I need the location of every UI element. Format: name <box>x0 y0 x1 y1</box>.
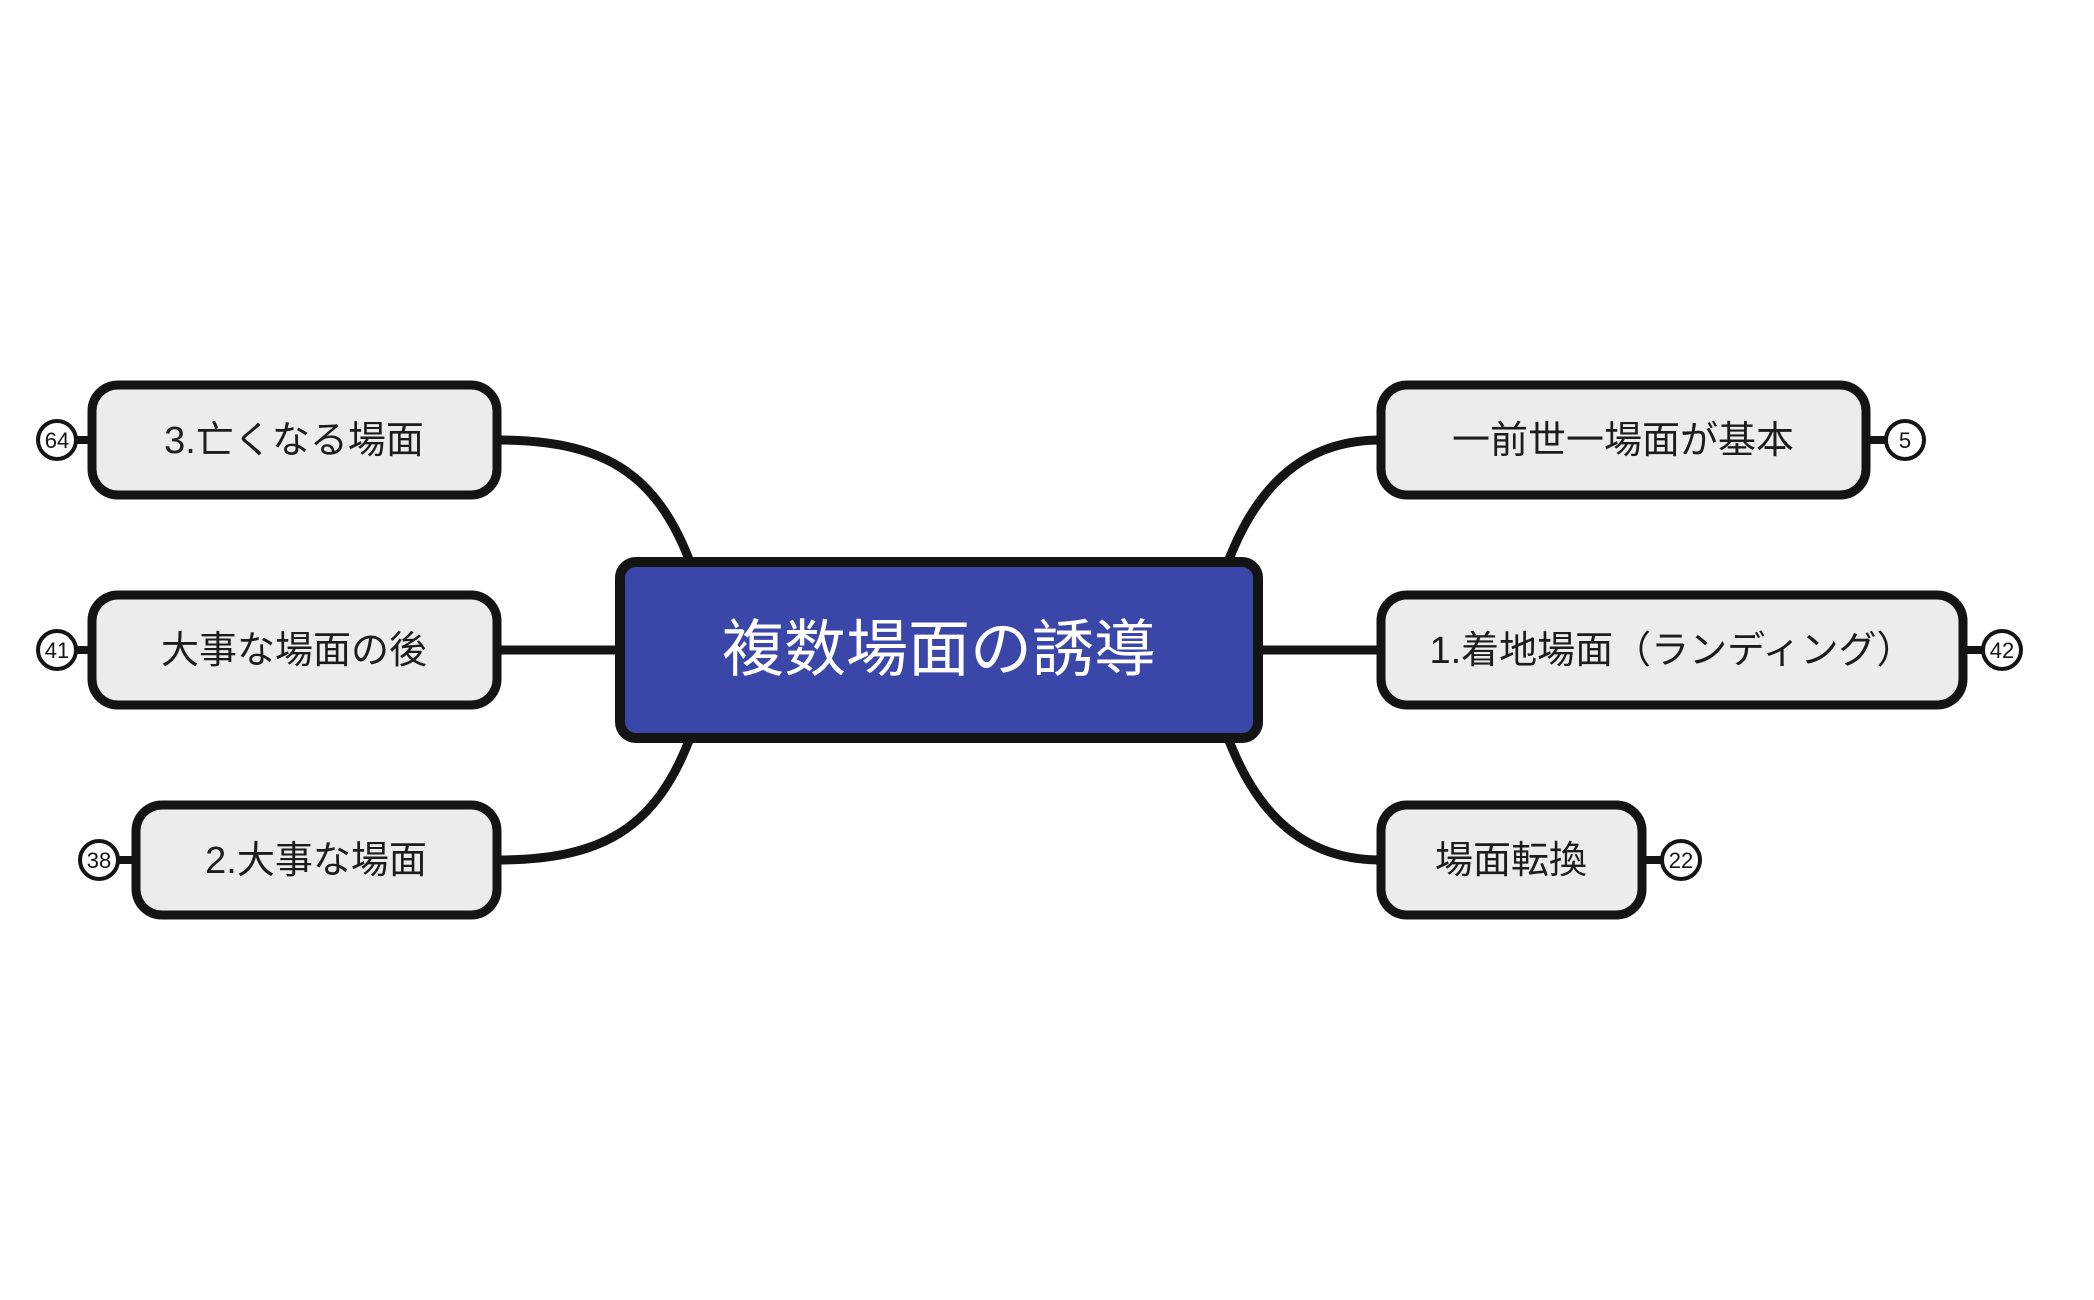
badge-right-middle[interactable]: 42 <box>1981 629 2023 671</box>
badge-left-top-value: 64 <box>45 428 69 453</box>
badge-left-bottom-value: 38 <box>87 848 111 873</box>
node-center-box[interactable] <box>615 557 1263 743</box>
node-right-top[interactable]: 一前世一場面が基本 <box>1376 380 1871 500</box>
badge-right-top-value: 5 <box>1899 428 1911 453</box>
node-right-bottom-label: 場面転換 <box>1435 840 1587 882</box>
node-right-top-label: 一前世一場面が基本 <box>1452 420 1794 462</box>
node-center[interactable]: 複数場面の誘導 <box>615 557 1263 743</box>
node-right-middle-box[interactable] <box>1376 590 1968 710</box>
branch-line-left-bottom <box>492 733 695 865</box>
badge-left-bottom[interactable]: 38 <box>78 839 120 881</box>
node-left-middle-label: 大事な場面の後 <box>161 630 427 672</box>
badge-right-middle-circle[interactable] <box>1981 629 2023 671</box>
node-left-top[interactable]: 3.亡くなる場面 <box>87 380 502 500</box>
badge-left-bottom-circle[interactable] <box>78 839 120 881</box>
node-left-middle[interactable]: 大事な場面の後 <box>87 590 502 710</box>
node-right-bottom-box[interactable] <box>1376 800 1647 920</box>
node-right-middle-label: 1.着地場面（ランディング） <box>1429 630 1914 672</box>
badge-right-top[interactable]: 5 <box>1884 419 1926 461</box>
node-center-label: 複数場面の誘導 <box>722 615 1156 684</box>
node-left-top-label: 3.亡くなる場面 <box>164 420 424 462</box>
node-left-bottom[interactable]: 2.大事な場面 <box>131 800 502 920</box>
branch-line-left-top <box>492 435 695 567</box>
node-right-bottom[interactable]: 場面転換 <box>1376 800 1647 920</box>
badge-right-bottom-value: 22 <box>1669 848 1693 873</box>
badge-right-top-circle[interactable] <box>1884 419 1926 461</box>
badge-left-middle-value: 41 <box>45 638 69 663</box>
node-left-middle-box[interactable] <box>87 590 502 710</box>
node-left-bottom-box[interactable] <box>131 800 502 920</box>
badge-left-middle-circle[interactable] <box>36 629 78 671</box>
badge-left-top[interactable]: 64 <box>36 419 78 461</box>
node-left-bottom-label: 2.大事な場面 <box>205 840 427 882</box>
node-right-middle[interactable]: 1.着地場面（ランディング） <box>1376 590 1968 710</box>
node-left-top-box[interactable] <box>87 380 502 500</box>
badge-right-middle-value: 42 <box>1990 638 2014 663</box>
node-right-top-box[interactable] <box>1376 380 1871 500</box>
badge-right-bottom-circle[interactable] <box>1660 839 1702 881</box>
badge-left-middle[interactable]: 41 <box>36 629 78 671</box>
branch-line-right-top <box>1223 435 1386 567</box>
branch-line-right-bottom <box>1223 733 1386 865</box>
badge-right-bottom[interactable]: 22 <box>1660 839 1702 881</box>
badge-left-top-circle[interactable] <box>36 419 78 461</box>
